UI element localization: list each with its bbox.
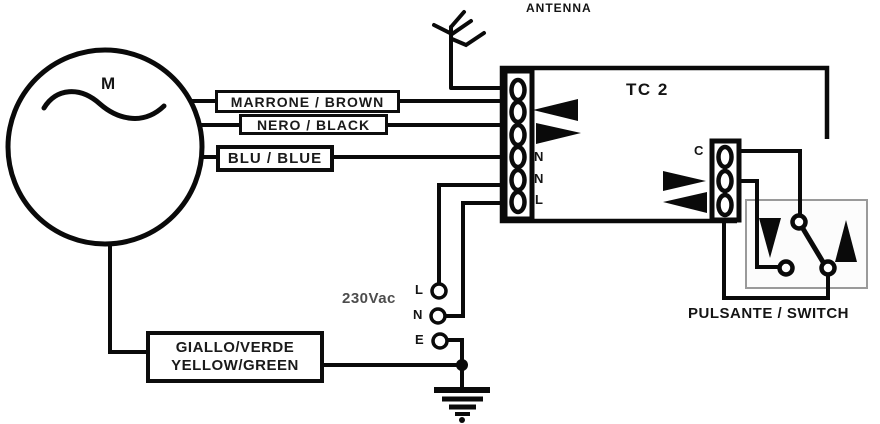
wire-label-blue-text: BLU / BLUE [227, 150, 323, 167]
arrow-left2-icon [663, 192, 707, 213]
switch-lever [799, 224, 826, 265]
antenna-icon [432, 10, 486, 90]
wire-earth-terminal [447, 338, 464, 365]
wire-earth-motor [108, 243, 150, 354]
arrow-right-icon [536, 123, 581, 144]
control-unit-outline [499, 65, 830, 224]
antenna-label: ANTENNA [526, 1, 592, 15]
wire-label-black: NERO / BLACK [239, 114, 388, 135]
power-terminal-live-dot [430, 282, 448, 300]
junction-dot [456, 359, 468, 371]
wire-label-brown-text: MARRONE / BROWN [230, 93, 385, 110]
wire-label-blue: BLU / BLUE [216, 145, 334, 172]
terminal-label-n2: N [534, 171, 544, 186]
wire-label-earth-line1: GIALLO/VERDE [175, 339, 295, 356]
terminal-label-common: C [694, 143, 704, 158]
power-terminal-neutral-label: N [413, 307, 423, 322]
motor-symbol [5, 47, 205, 247]
arrow-right2-icon [663, 171, 706, 191]
switch-contact-down [777, 259, 795, 277]
power-terminal-live-label: L [415, 282, 423, 297]
wire-label-earth-line2: YELLOW/GREEN [171, 357, 299, 374]
wire-bottom-to-switch [722, 219, 830, 300]
switch-down-arrow-icon [759, 218, 781, 258]
power-terminal-earth-label: E [415, 332, 424, 347]
terminal-label-l: L [535, 192, 543, 207]
wire-common-to-switch [738, 149, 802, 216]
switch-label: PULSANTE / SWITCH [688, 305, 849, 322]
wire-neutral [445, 201, 506, 318]
power-terminals [429, 282, 449, 350]
wire-live [437, 183, 506, 284]
arrow-left-icon [533, 99, 578, 121]
switch-up-arrow-icon [835, 220, 857, 262]
ground-icon [434, 387, 490, 423]
switch-symbol [759, 213, 857, 277]
switch-contact-up [819, 259, 837, 277]
terminal-strip-common [709, 138, 742, 223]
terminal-strip-left [502, 68, 535, 222]
wire-label-black-text: NERO / BLACK [256, 116, 371, 133]
terminal-label-n1: N [534, 149, 544, 164]
wire-mid-to-switch [738, 179, 780, 269]
power-voltage-label: 230Vac [342, 290, 396, 307]
wire-label-earth: GIALLO/VERDE YELLOW/GREEN [146, 331, 324, 383]
power-terminal-earth-dot [431, 332, 449, 350]
wire-label-brown: MARRONE / BROWN [215, 90, 400, 113]
switch-contact-common [790, 213, 808, 231]
control-unit-title: TC 2 [626, 80, 669, 99]
motor-label: M [101, 74, 116, 93]
power-terminal-neutral-dot [429, 307, 447, 325]
wire-earth-ground [320, 363, 464, 387]
